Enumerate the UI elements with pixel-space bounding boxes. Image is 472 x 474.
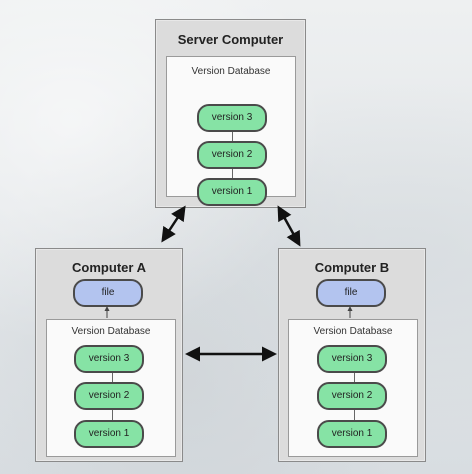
server-computer-box: Server Computer Version Database version… bbox=[155, 19, 306, 208]
computer-b-version-3: version 3 bbox=[317, 345, 387, 373]
computer-a-title: Computer A bbox=[72, 260, 146, 275]
computer-b-title: Computer B bbox=[314, 260, 390, 275]
server-computer-a-sync-arrow bbox=[161, 205, 186, 243]
server-version-database: Version Database version 3 version 2 ver… bbox=[166, 56, 296, 206]
computer-b-version-database: Version Database version 3 version 2 ver… bbox=[288, 319, 418, 457]
server-computer-b-sync-arrow bbox=[277, 205, 301, 247]
computer-a-version-database: Version Database version 3 version 2 ver… bbox=[46, 319, 176, 457]
computer-b-version-2: version 2 bbox=[317, 382, 387, 410]
computer-b-version-1: version 1 bbox=[317, 420, 387, 448]
computer-b-box: Computer B file Version Database version… bbox=[278, 248, 426, 462]
computer-b-version-database-label: Version Database bbox=[313, 326, 393, 337]
computer-a-version-3: version 3 bbox=[74, 345, 144, 373]
server-version-database-label: Version Database bbox=[191, 66, 271, 77]
server-computer-title: Server Computer bbox=[177, 32, 284, 47]
server-version-2: version 2 bbox=[197, 141, 267, 169]
server-version-3: version 3 bbox=[197, 104, 267, 132]
computer-a-version-database-label: Version Database bbox=[71, 326, 151, 337]
computer-a-version-1: version 1 bbox=[74, 420, 144, 448]
computer-b-file: file bbox=[316, 279, 386, 307]
computer-a-version-2: version 2 bbox=[74, 382, 144, 410]
server-version-1: version 1 bbox=[197, 178, 267, 206]
